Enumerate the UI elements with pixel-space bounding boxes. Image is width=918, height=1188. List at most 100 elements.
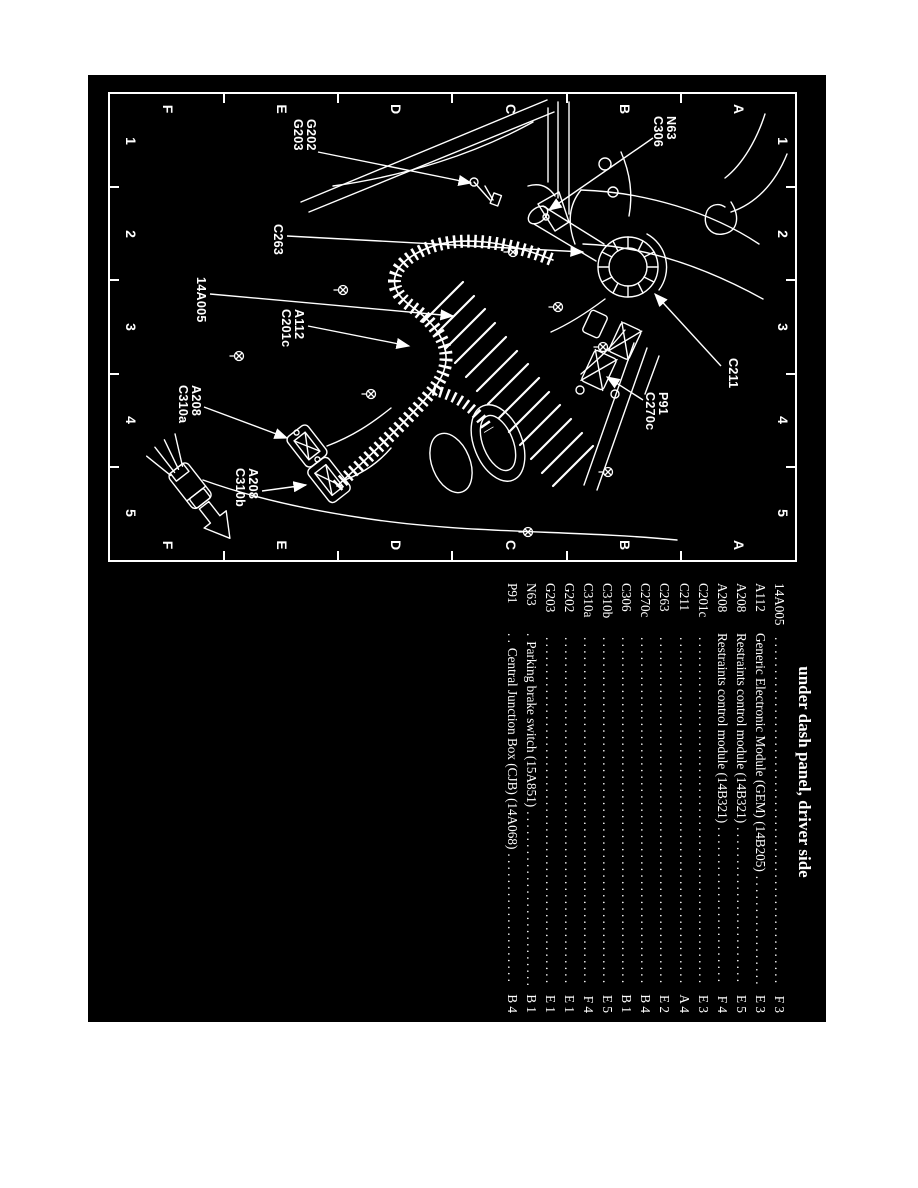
- legend-grid-ref: B 4: [638, 994, 654, 1013]
- callout-c263: C263: [271, 224, 285, 256]
- legend-grid-ref: E 1: [542, 995, 558, 1013]
- legend-grid-ref: E 5: [733, 995, 749, 1013]
- legend-grid-ref: F 4: [581, 995, 597, 1013]
- legend-code: P91: [504, 583, 520, 604]
- underdash-line-art: [145, 99, 788, 541]
- dot-leader: . . . . . . . . . . . . . . . . . . . . …: [504, 853, 520, 985]
- legend-code: A112: [752, 583, 768, 612]
- callout-line: N63: [664, 116, 678, 140]
- legend-grid-ref: F 4: [714, 995, 730, 1013]
- callout-line: P91: [656, 392, 670, 416]
- callout-line: C201c: [279, 309, 293, 348]
- legend-code: G203: [542, 583, 558, 613]
- legend-code: C201c: [695, 583, 711, 618]
- dot-leader: . . . . . . . . . . . . . . . . . . . . …: [619, 637, 635, 985]
- legend-grid-ref: E 2: [657, 995, 673, 1013]
- dot-leader: . . . . . . . . . . . . . . . . . . . . …: [752, 876, 768, 985]
- grid-col-label: 2: [123, 230, 139, 238]
- legend-grid-ref: F 3: [772, 995, 787, 1013]
- grid-col-label: 3: [123, 323, 139, 331]
- dot-leader: . . . . . . . . . . . . . . . . . . . . …: [600, 637, 616, 985]
- ground-stud: [469, 177, 503, 207]
- grid-row-label: E: [274, 104, 290, 114]
- dot-leader: . . . . . . . . . . . . . . . . . . . . …: [714, 827, 730, 985]
- legend-row-c310a: C310a. . . . . . . . . . . . . . . . . .…: [577, 583, 596, 1013]
- leader-c263: [286, 235, 585, 257]
- leader-p91: [605, 376, 644, 401]
- legend-grid-ref: E 1: [561, 995, 577, 1013]
- callout-line: C263: [271, 224, 285, 256]
- callout-line: C270c: [643, 392, 657, 431]
- dot-leader: . . . . . . . . . . . . . . . . . . . . …: [523, 811, 539, 985]
- parking-brake-switch: [527, 184, 570, 232]
- callout-a208-c310b: A208 C310b: [233, 468, 260, 508]
- grid-col-label: 2: [775, 230, 791, 238]
- callout-p91-c270c: P91 C270c: [643, 392, 670, 431]
- legend-code: C306: [619, 583, 635, 612]
- dot-leader: . . . . . . . . . . . . . . . . . . . . …: [733, 827, 749, 985]
- legend-row-c270c: C270c. . . . . . . . . . . . . . . . . .…: [634, 583, 653, 1013]
- grid-row-label: B: [617, 103, 633, 115]
- callout-line: A208: [246, 468, 260, 500]
- connector-module-c310a: [286, 424, 328, 468]
- grid-row-label: C: [503, 103, 519, 115]
- legend-code: C263: [657, 583, 673, 612]
- callout-line: G203: [291, 119, 305, 151]
- callout-line: A112: [292, 309, 306, 340]
- wiring-harness-14a005: [332, 234, 556, 491]
- leader-c211: [654, 292, 722, 367]
- grid-row-label: D: [388, 539, 404, 551]
- grid-col-label: 3: [775, 323, 791, 331]
- dot-leader: . . . . . . . . . . . . . . . . . . . . …: [772, 637, 787, 985]
- legend-row-c306: C306 . . . . . . . . . . . . . . . . . . …: [615, 583, 634, 1013]
- leader-a112: [307, 325, 411, 350]
- grid-col-label: 4: [775, 416, 791, 424]
- callout-leaders: [203, 137, 722, 493]
- grid-col-label: 1: [775, 137, 791, 145]
- callout-14a005: 14A005: [194, 277, 208, 323]
- black-sheet: 1 2 3 4 5 1 2 3 4 5 A B C D E F A B C D: [88, 75, 826, 1022]
- leader-a208-c310b: [261, 481, 308, 493]
- callout-line: C306: [651, 116, 665, 148]
- legend-row-c211: C211. . . . . . . . . . . . . . . . . . …: [672, 583, 692, 1013]
- callout-line: C310b: [233, 468, 247, 508]
- grid-col-label: 5: [775, 509, 791, 517]
- figure-illustration: [110, 94, 795, 560]
- legend-grid-ref: E 3: [695, 995, 711, 1013]
- legend-code: C211: [676, 583, 692, 612]
- legend-code: N63: [523, 583, 539, 606]
- callout-line: G202: [304, 119, 318, 151]
- leader-14a005: [209, 293, 455, 321]
- figure-frame: 1 2 3 4 5 1 2 3 4 5 A B C D E F A B C D: [108, 92, 797, 562]
- callout-a112-c201c: A112 C201c: [279, 309, 306, 348]
- callout-line: A208: [189, 385, 203, 417]
- legend-code: G202: [561, 583, 577, 613]
- grid-row-label: E: [274, 540, 290, 550]
- legend-row-14a005: 14A005 . . . . . . . . . . . . . . . . . …: [768, 583, 787, 1013]
- rotated-landscape-content: 1 2 3 4 5 1 2 3 4 5 A B C D E F A B C D: [88, 75, 826, 1022]
- callout-c211: C211: [726, 358, 740, 388]
- legend-title: under dash panel, driver side: [795, 666, 814, 878]
- legend-grid-ref: A 4: [676, 994, 692, 1013]
- callout-n63-c306: N63 C306: [651, 116, 678, 148]
- defroster-grille: [421, 280, 595, 488]
- legend-desc: Parking brake switch (15A851): [523, 641, 539, 808]
- legend-desc: Restraints control module (14B321): [733, 633, 749, 824]
- dot-leader: . . . . . . . . . . . . . . . . . . . . …: [638, 637, 654, 985]
- connector-module-c310b: [307, 456, 351, 504]
- grid-row-label: A: [731, 103, 747, 115]
- legend: under dash panel, driver side 14A005 . . …: [501, 583, 814, 1013]
- cjb-connector-cluster: [575, 309, 643, 399]
- legend-row-g202: G202. . . . . . . . . . . . . . . . . . …: [558, 583, 577, 1013]
- steering-column-boot: [527, 205, 668, 298]
- legend-desc: Generic Electronic Module (GEM) (14B205): [752, 633, 768, 872]
- leader-g202: [317, 151, 473, 186]
- legend-lead-dots: . .: [504, 633, 520, 643]
- grid-row-label: F: [160, 540, 176, 550]
- legend-row-n63: N63.Parking brake switch (15A851). . . .…: [520, 583, 539, 1013]
- legend-row-c310b: C310b. . . . . . . . . . . . . . . . . .…: [596, 583, 615, 1013]
- legend-code: 14A005: [772, 583, 787, 626]
- grid-row-label: B: [617, 539, 633, 551]
